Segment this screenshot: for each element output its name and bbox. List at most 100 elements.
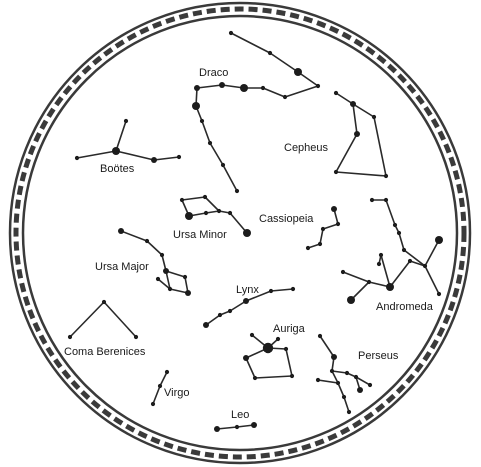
- perseus-star-5: [347, 410, 351, 414]
- ursa-minor-star-3: [185, 212, 193, 220]
- andromeda-star-8: [386, 283, 394, 291]
- auriga-star-5: [243, 355, 249, 361]
- leo-star-1: [235, 425, 239, 429]
- ursa-minor-star-4: [204, 211, 208, 215]
- draco-star-4: [283, 95, 287, 99]
- frame-inner-ring: [23, 16, 457, 450]
- andromeda-star-10: [347, 296, 355, 304]
- andromeda-star-3: [397, 231, 401, 235]
- label-lynx: Lynx: [236, 284, 259, 296]
- label-perseus: Perseus: [358, 350, 399, 362]
- ursa-minor-star-0: [180, 198, 184, 202]
- ursa-minor-star-6: [243, 229, 251, 237]
- bootes-star-4: [177, 155, 181, 159]
- auriga-star-3: [290, 374, 294, 378]
- lynx-star-5: [203, 322, 209, 328]
- ursa-major-star-6: [168, 287, 172, 291]
- cassiopeia-star-0: [331, 206, 337, 212]
- cepheus-star-0: [334, 91, 338, 95]
- ursa-minor-star-2: [217, 209, 221, 213]
- coma-berenices-star-2: [134, 335, 138, 339]
- lynx-star-2: [243, 298, 249, 304]
- ursa-major-star-7: [156, 277, 160, 281]
- andromeda-star-0: [370, 198, 374, 202]
- andromeda-star-13: [341, 270, 345, 274]
- bootes-star-1: [112, 147, 120, 155]
- cepheus-star-3: [384, 174, 388, 178]
- auriga-star-4: [253, 376, 257, 380]
- label-draco: Draco: [199, 67, 228, 79]
- label-auriga: Auriga: [273, 323, 306, 335]
- cepheus-star-1: [350, 101, 356, 107]
- label-cepheus: Cepheus: [284, 142, 329, 154]
- perseus-star-10: [368, 383, 372, 387]
- virgo-star-0: [165, 370, 169, 374]
- perseus-star-2: [330, 369, 334, 373]
- draco-star-7: [219, 82, 225, 88]
- perseus-star-0: [318, 334, 322, 338]
- andromeda-star-14: [437, 292, 441, 296]
- label-virgo: Virgo: [164, 387, 189, 399]
- andromeda-star-9: [367, 280, 371, 284]
- label-bootes: Boötes: [100, 163, 135, 175]
- ursa-major-star-1: [145, 239, 149, 243]
- cassiopeia-star-1: [336, 222, 340, 226]
- auriga-star-1: [263, 343, 273, 353]
- ursa-major-star-0: [118, 228, 124, 234]
- andromeda-star-5: [423, 264, 427, 268]
- ursa-major-star-4: [183, 275, 187, 279]
- cassiopeia-star-3: [318, 242, 322, 246]
- leo-star-0: [214, 426, 220, 432]
- leo-star-2: [251, 422, 257, 428]
- draco-star-10: [200, 119, 204, 123]
- label-cassiopeia: Cassiopeia: [259, 213, 314, 225]
- ursa-minor-star-5: [228, 211, 232, 215]
- label-andromeda: Andromeda: [376, 301, 434, 313]
- bootes-star-2: [75, 156, 79, 160]
- andromeda-star-12: [377, 262, 381, 266]
- auriga-star-0: [250, 333, 254, 337]
- perseus-star-6: [345, 371, 349, 375]
- perseus-star-7: [354, 375, 358, 379]
- draco-star-11: [208, 141, 212, 145]
- label-ursa-major: Ursa Major: [95, 261, 149, 273]
- coma-berenices-star-0: [68, 335, 72, 339]
- label-ursa-minor: Ursa Minor: [173, 229, 227, 241]
- draco-star-12: [221, 163, 225, 167]
- perseus-star-8: [357, 387, 363, 393]
- cassiopeia-star-4: [306, 246, 310, 250]
- draco-star-0: [229, 31, 233, 35]
- draco-star-6: [240, 84, 248, 92]
- perseus-star-3: [336, 381, 340, 385]
- cepheus-star-4: [334, 170, 338, 174]
- virgo-star-1: [158, 384, 162, 388]
- andromeda-star-1: [384, 198, 388, 202]
- andromeda-star-7: [408, 259, 412, 263]
- bootes-star-3: [151, 157, 157, 163]
- label-coma-berenices: Coma Berenices: [64, 346, 146, 358]
- andromeda-star-6: [435, 236, 443, 244]
- perseus-star-4: [342, 395, 346, 399]
- draco-star-9: [192, 102, 200, 110]
- draco-star-8: [194, 85, 200, 91]
- label-leo: Leo: [231, 409, 249, 421]
- draco-star-2: [294, 68, 302, 76]
- andromeda-star-2: [393, 223, 397, 227]
- perseus-star-9: [316, 378, 320, 382]
- draco-star-1: [268, 51, 272, 55]
- cassiopeia-star-2: [321, 227, 325, 231]
- virgo-star-2: [151, 402, 155, 406]
- andromeda-star-11: [379, 253, 383, 257]
- ursa-minor-star-1: [203, 195, 207, 199]
- ursa-major-star-5: [185, 290, 191, 296]
- auriga-star-2: [284, 347, 288, 351]
- coma-berenices-star-1: [102, 300, 106, 304]
- draco-star-3: [316, 84, 320, 88]
- cepheus-star-2: [372, 115, 376, 119]
- ursa-major-star-2: [160, 253, 164, 257]
- perseus-star-1: [331, 354, 337, 360]
- andromeda-star-4: [402, 248, 406, 252]
- lynx-star-0: [291, 287, 295, 291]
- draco-star-13: [235, 189, 239, 193]
